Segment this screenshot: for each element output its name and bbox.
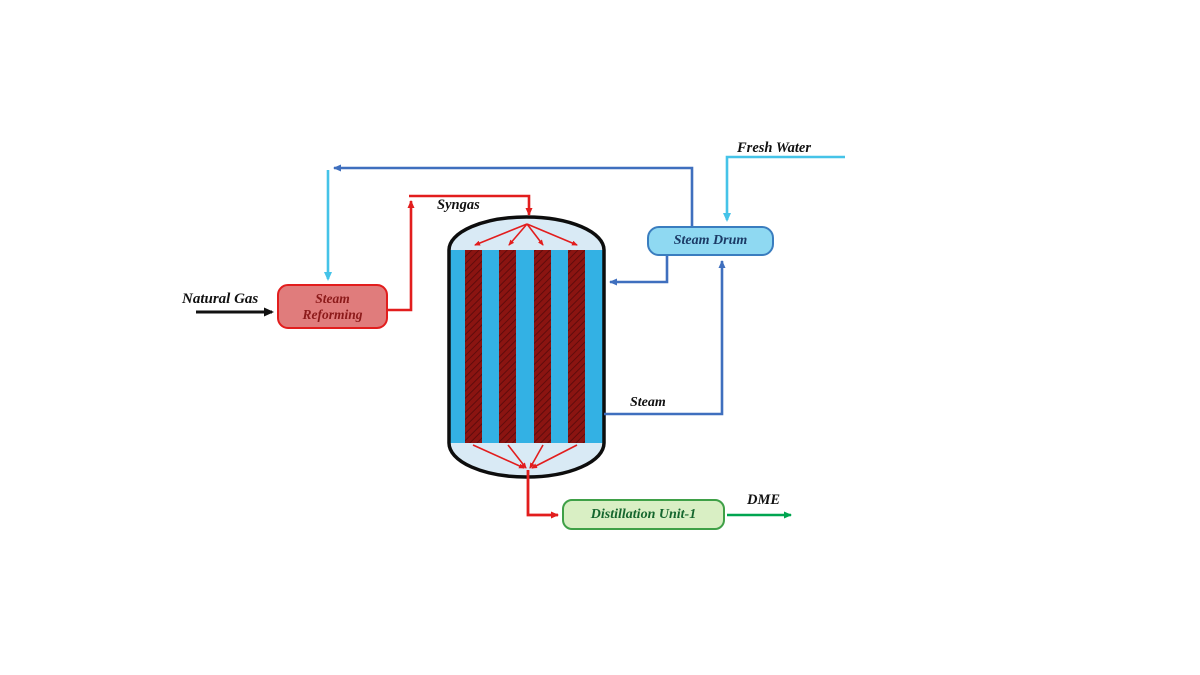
recycle-line-horizontal	[333, 164, 694, 226]
reactor-vessel	[447, 215, 606, 479]
inlet-fan-line	[508, 223, 528, 246]
fresh-water-label: Fresh Water	[737, 140, 811, 156]
inlet-fan-line	[526, 223, 544, 246]
reactor-outlet-collector	[472, 444, 578, 469]
steam-reforming-node: Steam Reforming	[277, 284, 388, 329]
inlet-fan-line	[526, 223, 578, 246]
reactor-outline	[447, 215, 606, 479]
catalyst-tube	[534, 250, 551, 443]
steam-connector	[604, 260, 726, 416]
drum-to-reactor-connector	[609, 256, 669, 286]
steam-reforming-label: Steam Reforming	[302, 290, 363, 322]
natural-gas-label: Natural Gas	[182, 291, 259, 307]
reactor-outlet-connector	[526, 470, 559, 519]
syngas-line-up	[388, 200, 415, 312]
catalyst-tube	[465, 250, 482, 443]
reactor-inlet-distributor	[474, 223, 578, 246]
catalyst-tube	[568, 250, 585, 443]
dme-label: DME	[747, 492, 781, 508]
syngas-connector	[388, 194, 533, 312]
distillation-unit-node: Distillation Unit-1	[562, 499, 725, 530]
distillation-unit-label: Distillation Unit-1	[590, 506, 697, 522]
outlet-fan-line	[531, 444, 578, 469]
steam-label: Steam	[630, 395, 666, 410]
outlet-fan-line	[507, 444, 527, 469]
inlet-fan-line	[474, 223, 528, 246]
steam-drum-label: Steam Drum	[673, 233, 748, 248]
syngas-label: Syngas	[437, 197, 480, 213]
fresh-water-connector	[723, 155, 845, 222]
steam-drum-node: Steam Drum	[647, 226, 774, 256]
recycle-steam-connector	[324, 164, 694, 281]
catalyst-tube	[499, 250, 516, 443]
outlet-fan-line	[472, 444, 525, 469]
syngas-line-to-reactor	[409, 194, 533, 216]
